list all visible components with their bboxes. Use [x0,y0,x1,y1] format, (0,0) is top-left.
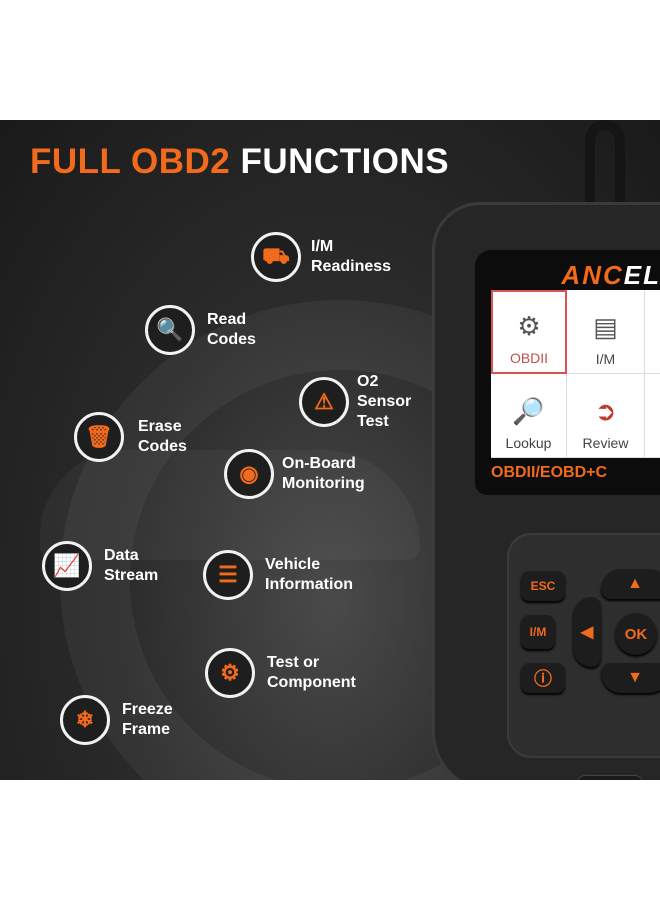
menu-item-partial-2[interactable] [645,374,660,458]
device-cable [585,120,625,210]
banner-title: FULL OBD2 FUNCTIONS [30,142,450,181]
feature-data-stream: 📈Data Stream [42,541,174,591]
tablet-touch-icon: ▤ [593,312,618,342]
menu-item-obdii[interactable]: ⚙OBDII [491,290,567,374]
chart-trend-icon: 📈 [42,541,92,591]
car-check-icon: ⛟ [251,232,301,282]
car-info-icon: ☰ [203,550,253,600]
feature-erase-codes: 🗑Erase Codes [74,412,198,462]
sensor-warning-icon: ⚠ [299,377,349,427]
feature-vehicle-information: ☰Vehicle Information [203,550,365,600]
screen-footer: OBDII/EOBD+C [491,464,608,481]
screen-menu-grid: ⚙OBDII ▤I/M 🔎Lookup ➲Review [491,290,660,458]
car-search-icon: 🔍 [145,305,195,355]
menu-item-partial[interactable] [645,290,660,374]
feature-freeze-frame: ❄Freeze Frame [60,695,182,745]
product-banner: FULL OBD2 FUNCTIONS ⛟I/M Readiness 🔍Read… [0,120,660,780]
keypad: ESC I/M ⓘ ▲ ▼ ◀ OK [507,533,660,758]
feature-onboard-monitoring: ◉On-Board Monitoring [224,449,382,499]
dtc-lookup-icon: 🔎 [512,396,545,426]
esc-button[interactable]: ESC [521,571,565,601]
ancel-logo: ANCEL [561,260,660,290]
menu-item-lookup[interactable]: 🔎Lookup [491,374,567,458]
up-button[interactable]: ▲ [601,569,660,599]
car-freeze-icon: ❄ [60,695,110,745]
webcam-monitor-icon: ◉ [224,449,274,499]
device-screen: ANCEL ⚙OBDII ▤I/M 🔎Lookup ➲Review OBDII/… [475,250,660,495]
im-button[interactable]: I/M [521,615,555,649]
device-slot [577,775,643,780]
review-icon: ➲ [594,396,617,426]
feature-im-readiness: ⛟I/M Readiness [251,232,406,282]
component-test-icon: ⚙ [205,648,255,698]
feature-read-codes: 🔍Read Codes [145,305,267,355]
ok-button[interactable]: OK [615,613,657,655]
car-erase-icon: 🗑 [74,412,124,462]
menu-item-im[interactable]: ▤I/M [567,290,645,374]
feature-o2-sensor: ⚠O2 Sensor Test [299,372,422,432]
menu-item-review[interactable]: ➲Review [567,374,645,458]
down-button[interactable]: ▼ [601,663,660,693]
feature-test-component: ⚙Test or Component [205,648,372,698]
left-button[interactable]: ◀ [573,597,601,667]
info-button[interactable]: ⓘ [521,663,565,693]
obd2-scanner-device: ANCEL ⚙OBDII ▤I/M 🔎Lookup ➲Review OBDII/… [432,202,660,780]
engine-icon: ⚙ [517,311,541,341]
